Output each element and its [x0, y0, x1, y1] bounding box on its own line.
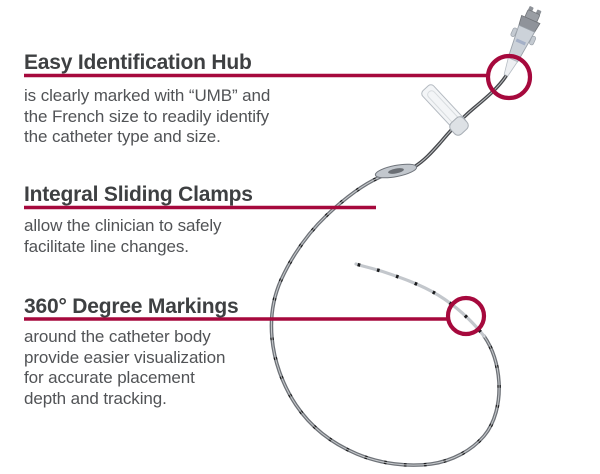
- tube-highlight: [270, 75, 507, 466]
- highlight-circle-markings: [445, 295, 487, 337]
- hub-umb-print: [515, 38, 527, 46]
- sliding-clamp-collar: [449, 116, 469, 136]
- description-line: facilitate line changes.: [24, 236, 189, 256]
- catheter-tip: [354, 262, 486, 338]
- catheter-hub: [503, 6, 542, 77]
- hub-wing: [529, 35, 537, 46]
- heading-integral-sliding-clamps: Integral Sliding Clamps: [24, 183, 253, 206]
- spindle-clamp: [374, 163, 418, 179]
- description-line: provide easier visualization: [24, 347, 226, 367]
- description-line: the French size to readily identify: [24, 106, 270, 126]
- description-line: depth and tracking.: [24, 388, 167, 408]
- heading-easy-identification-hub: Easy Identification Hub: [24, 51, 252, 74]
- depth-markings: [269, 165, 501, 467]
- highlight-circle-hub: [485, 53, 533, 101]
- heading-360-degree-markings: 360° Degree Markings: [24, 295, 239, 318]
- description-360-degree-markings: around the catheter body provide easier …: [24, 327, 225, 409]
- description-line: is clearly marked with “UMB” and: [24, 86, 271, 105]
- description-line: for accurate placement: [24, 368, 195, 387]
- description-line: the catheter type and size.: [24, 127, 221, 146]
- description-line: around the catheter body: [24, 327, 211, 346]
- hub-nozzle: [503, 57, 519, 77]
- description-integral-sliding-clamps: allow the clinician to safely facilitate…: [24, 216, 222, 257]
- description-easy-identification-hub: is clearly marked with “UMB” and the Fre…: [24, 86, 270, 148]
- description-line: allow the clinician to safely: [24, 216, 222, 235]
- hub-wing: [510, 27, 518, 37]
